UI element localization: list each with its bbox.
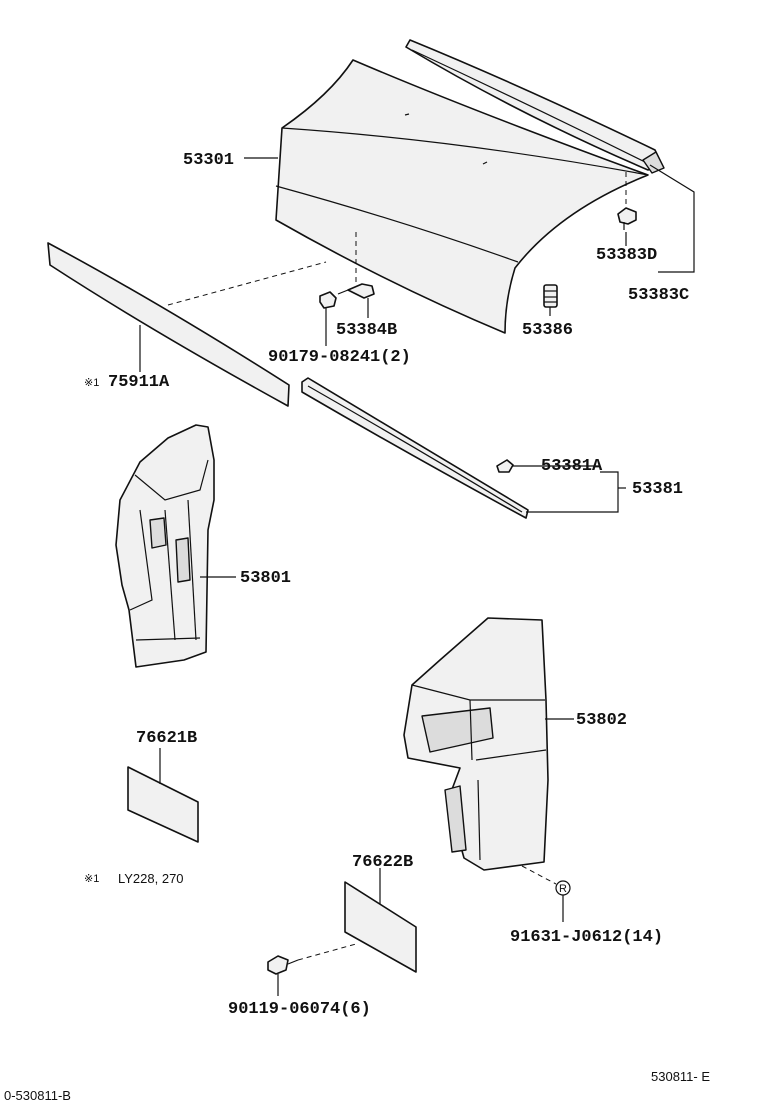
label-76622b	[344, 881, 417, 973]
mark-1-a: ※1	[84, 377, 99, 389]
mark-1-b: ※1	[84, 873, 99, 885]
screw-90119	[267, 955, 299, 975]
label-76622b: 76622B	[352, 853, 413, 872]
clip-53383d	[617, 207, 637, 230]
label-75911a: 75911A	[108, 373, 170, 392]
label-53384b: 53384B	[336, 321, 397, 340]
clip-91631: R	[555, 880, 571, 896]
side-panel-53801	[115, 424, 215, 668]
label-53381: 53381	[632, 480, 683, 499]
side-panel-53802	[403, 617, 549, 871]
label-76621b	[127, 766, 199, 843]
note-ly228: LY228, 270	[118, 871, 184, 886]
nut-90179	[319, 291, 337, 309]
label-90119: 90119-06074(6)	[228, 1000, 371, 1019]
circled-r-mark: R	[559, 883, 567, 895]
label-53383d: 53383D	[596, 246, 657, 265]
label-53381a: 53381A	[541, 457, 603, 476]
garnish-75911a	[47, 242, 290, 407]
panel-53301	[275, 59, 649, 334]
label-53383c: 53383C	[628, 286, 689, 305]
label-53301: 53301	[183, 151, 234, 170]
clip-53381a	[496, 459, 514, 473]
label-90179: 90179-08241(2)	[268, 348, 411, 367]
label-91631: 91631-J0612(14)	[510, 928, 663, 947]
label-53386: 53386	[522, 321, 573, 340]
screw-53384b	[337, 283, 375, 299]
stopper-53386	[543, 284, 558, 308]
strip-53381	[301, 377, 529, 519]
label-53802: 53802	[576, 711, 627, 730]
moulding-53383	[405, 39, 665, 174]
figure-code-left: 0-530811-B	[4, 1088, 71, 1103]
figure-code-right: 530811- E	[651, 1069, 710, 1084]
label-76621b: 76621B	[136, 729, 197, 748]
label-53801: 53801	[240, 569, 291, 588]
